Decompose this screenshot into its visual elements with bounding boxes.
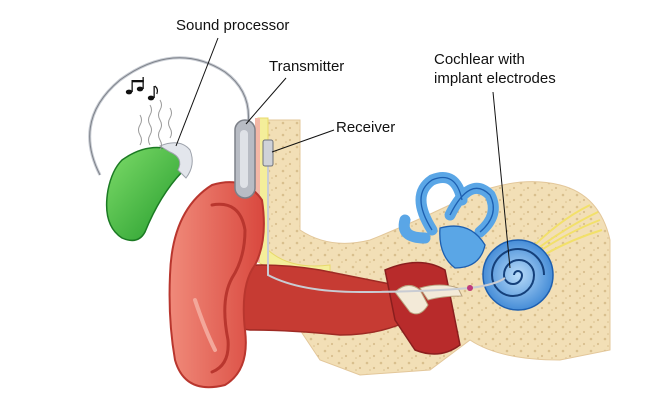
cochlea <box>482 239 554 311</box>
label-cochlear-line1: Cochlear with <box>434 51 525 68</box>
sound-processor <box>105 146 186 242</box>
sound-waves <box>138 99 172 151</box>
label-sound-processor: Sound processor <box>176 17 290 34</box>
implant-electrode-spiral <box>490 248 545 297</box>
label-cochlear: Cochlear with implant electrodes <box>434 50 556 88</box>
label-transmitter: Transmitter <box>269 58 345 75</box>
music-notes-icon <box>125 77 159 101</box>
ossicles <box>394 285 429 315</box>
outer-ear <box>168 181 265 389</box>
label-cochlear-line2: implant electrodes <box>434 70 556 87</box>
leader-lines <box>175 37 511 269</box>
vestibule <box>439 225 486 269</box>
receiver <box>262 139 274 167</box>
label-receiver: Receiver <box>336 119 396 136</box>
electrode-lead <box>267 155 506 294</box>
